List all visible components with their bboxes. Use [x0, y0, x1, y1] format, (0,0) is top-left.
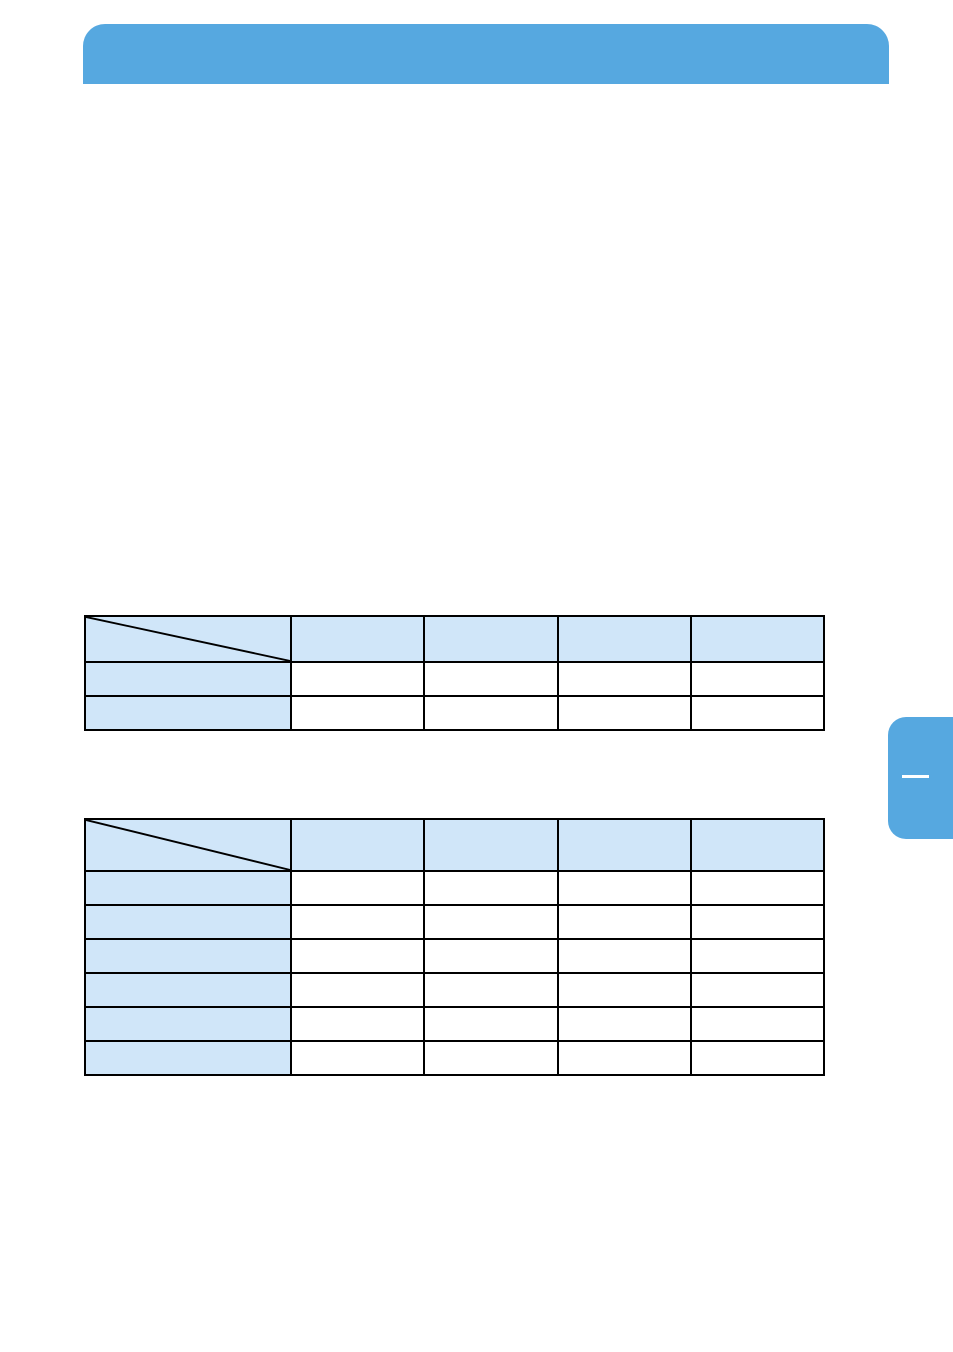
- table-cell: [689, 695, 826, 731]
- table-row: [83, 938, 826, 974]
- table-cell: [556, 661, 692, 697]
- table-row: [83, 904, 826, 940]
- table-cell: [556, 938, 692, 974]
- table-2-row-header: [83, 904, 293, 940]
- table-2-col-header: [556, 818, 692, 872]
- table-cell: [689, 904, 826, 940]
- table-cell: [290, 972, 426, 1008]
- table-1-corner-cell: [83, 615, 293, 663]
- table-2-row-header: [83, 938, 293, 974]
- diagonal-divider: [86, 617, 291, 661]
- table-cell: [556, 870, 692, 906]
- table-2-col-header: [290, 818, 426, 872]
- table-cell: [689, 1040, 826, 1076]
- table-row: [83, 661, 826, 697]
- table-cell: [423, 1006, 559, 1042]
- dash-mark: [902, 775, 929, 778]
- table-2-corner-cell: [83, 818, 293, 872]
- table-cell: [290, 938, 426, 974]
- table-cell: [423, 870, 559, 906]
- table-2-row-header: [83, 1040, 293, 1076]
- table-row: [83, 1040, 826, 1076]
- table-cell: [689, 972, 826, 1008]
- table-1-header-row: [83, 615, 826, 663]
- table-2-col-header: [423, 818, 559, 872]
- table-cell: [423, 1040, 559, 1076]
- table-2-col-header: [689, 818, 826, 872]
- table-cell: [423, 938, 559, 974]
- table-cell: [689, 1006, 826, 1042]
- table-1-row-header: [83, 661, 293, 697]
- table-2-row-header: [83, 972, 293, 1008]
- table-1-col-header: [290, 615, 426, 663]
- table-1-col-header: [689, 615, 826, 663]
- table-cell: [423, 904, 559, 940]
- table-cell: [290, 904, 426, 940]
- table-1-col-header: [423, 615, 559, 663]
- table-cell: [423, 695, 559, 731]
- table-cell: [689, 870, 826, 906]
- table-cell: [290, 1006, 426, 1042]
- diagonal-divider: [86, 820, 291, 870]
- table-2-row-header: [83, 1006, 293, 1042]
- chapter-side-tab: [888, 717, 953, 839]
- header-bar: [83, 24, 889, 84]
- table-row: [83, 695, 826, 731]
- table-cell: [689, 938, 826, 974]
- table-cell: [556, 1040, 692, 1076]
- table-cell: [290, 695, 426, 731]
- table-cell: [423, 661, 559, 697]
- table-cell: [556, 1006, 692, 1042]
- table-row: [83, 972, 826, 1008]
- table-1: [83, 615, 826, 731]
- table-2: [83, 818, 826, 1076]
- table-cell: [689, 661, 826, 697]
- table-1-row-header: [83, 695, 293, 731]
- table-cell: [290, 661, 426, 697]
- table-row: [83, 870, 826, 906]
- table-cell: [556, 972, 692, 1008]
- table-cell: [290, 870, 426, 906]
- table-row: [83, 1006, 826, 1042]
- table-cell: [423, 972, 559, 1008]
- table-2-row-header: [83, 870, 293, 906]
- table-2-header-row: [83, 818, 826, 872]
- table-cell: [290, 1040, 426, 1076]
- table-cell: [556, 904, 692, 940]
- table-cell: [556, 695, 692, 731]
- table-1-col-header: [556, 615, 692, 663]
